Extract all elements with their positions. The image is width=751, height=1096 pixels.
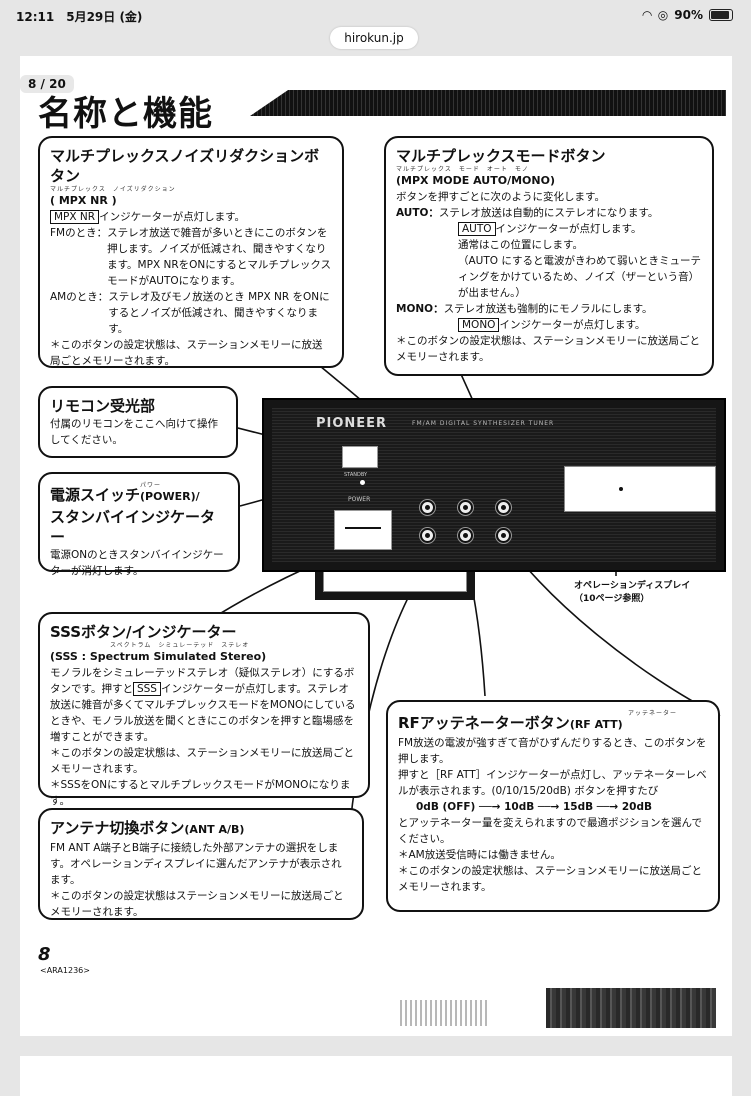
sss-button[interactable]	[420, 528, 435, 543]
tuner-foot	[315, 568, 475, 600]
extra-button[interactable]	[496, 528, 511, 543]
display-callout: オペレーションディスプレイ （10ページ参照）	[574, 578, 690, 604]
mpx-mode-button[interactable]	[458, 500, 473, 515]
rf-att-note2: ＊このボタンの設定状態は、ステーションメモリーに放送局ごとメモリーされます。	[398, 865, 702, 893]
mpx-mode-section: マルチプレックスモードボタン マルチプレックス モード オート モノ (MPX …	[384, 136, 714, 376]
mpx-nr-ruby: マルチプレックス ノイズリダクション	[50, 186, 176, 193]
rf-att-heading: RFアッテネーターボタン	[398, 714, 570, 732]
ant-text: FM ANT A端子とB端子に接続した外部アンテナの選択をします。オペレーション…	[50, 842, 342, 886]
page-number: 8	[38, 944, 51, 965]
sss-sub: (SSS : Spectrum Simulated Stereo)	[50, 650, 267, 663]
battery-icon	[709, 9, 733, 21]
display-callout-label: オペレーションディスプレイ	[574, 581, 691, 591]
mpx-mode-mono-label: MONO：	[396, 303, 444, 315]
remote-section: リモコン受光部 付属のリモコンをここへ向けて操作してください。	[38, 386, 238, 458]
page-title: 名称と機能	[38, 94, 213, 134]
standby-heading: スタンバイインジケーター	[50, 508, 216, 546]
tuner-front-panel: PIONEER FM/AM DIGITAL SYNTHESIZER TUNER …	[262, 398, 726, 572]
mpx-mode-auto-note: （AUTO にすると電波がきわめて弱いときミューティングをかけているため、ノイズ…	[458, 255, 701, 299]
mpx-nr-fm-label: FMのとき：	[50, 227, 108, 239]
operation-display	[564, 466, 716, 512]
rf-att-text3: とアッテネーター量を変えられますので最適ポジションを選んでください。	[398, 817, 702, 845]
mpx-mode-intro: ボタンを押すごとに次のように変化します。	[396, 191, 605, 203]
mpx-mode-mono-text: ステレオ放送も強制的にモノラルにします。	[443, 303, 653, 315]
power-switch[interactable]	[334, 510, 392, 550]
mpx-mode-auto-label: AUTO：	[396, 207, 439, 219]
sss-note1: ＊このボタンの設定状態は、ステーションメモリーに放送局ごとメモリーされます。	[50, 747, 354, 775]
rf-att-sub: (RF ATT)	[569, 718, 623, 731]
sss-indicator-label: SSS	[132, 682, 161, 696]
document-page: 名称と機能 マルチプレックスノイズリダクションボタン マルチプレックス ノイズリ…	[20, 56, 732, 1036]
rf-att-steps: 0dB (OFF) ──→ 10dB ──→ 15dB ──→ 20dB	[416, 801, 652, 813]
remote-text: 付属のリモコンをここへ向けて操作してください。	[50, 418, 218, 446]
mpx-nr-fm-text: ステレオ放送で雑音が多いときにこのボタンを押します。ノイズが低減され、聞きやすく…	[107, 227, 332, 287]
rf-att-ruby: アッテネーター	[628, 710, 678, 717]
display-callout-ref: （10ページ参照）	[574, 594, 650, 604]
power-ruby: パワー	[140, 482, 162, 489]
mpx-mode-mono-indicator: MONO	[458, 318, 500, 332]
battery-percent: 90%	[674, 8, 703, 22]
rf-att-note1: ＊AM放送受信時には働きません。	[398, 849, 561, 861]
rf-att-text2: 押すと［RF ATT］インジケーターが点灯し、アッテネーターレベルが表示されます…	[398, 769, 707, 797]
sss-section: SSSボタン/インジケーター スペクトラム シミュレーテッド ステレオ (SSS…	[38, 612, 370, 807]
mpx-nr-section: マルチプレックスノイズリダクションボタン マルチプレックス ノイズリダクション …	[38, 136, 344, 368]
ant-heading: アンテナ切換ボタン	[50, 819, 185, 837]
url-bar[interactable]: hirokun.jp	[330, 27, 418, 49]
remote-sensor	[342, 446, 378, 468]
power-section: パワー 電源スイッチ(POWER)/ スタンバイインジケーター 電源ONのときス…	[38, 472, 240, 577]
mpx-mode-auto-ind: インジケーターが点灯します。	[495, 223, 642, 235]
tuner-model-label: FM/AM DIGITAL SYNTHESIZER TUNER	[412, 420, 555, 427]
rf-att-section: アッテネーター RFアッテネーターボタン(RF ATT) FM放送の電波が強すぎ…	[386, 700, 720, 912]
power-heading-sub: (POWER)/	[140, 490, 200, 503]
mpx-mode-mono-ind: インジケーターが点灯します。	[499, 319, 646, 331]
pioneer-logo: PIONEER	[316, 416, 388, 431]
rf-att-text1: FM放送の電波が強すぎて音がひずんだりするとき、このボタンを押します。	[398, 737, 707, 765]
remote-heading: リモコン受光部	[50, 397, 156, 415]
ant-note: ＊このボタンの設定状態はステーションメモリーに放送局ごとメモリーされます。	[50, 890, 344, 918]
mpx-nr-heading: マルチプレックスノイズリダクションボタン	[50, 147, 320, 185]
power-label: POWER	[348, 496, 371, 503]
sss-text1: モノラルをシミュレーテッドステレオ（疑似ステレオ）にするボタンです。押すと	[50, 667, 355, 695]
rf-att-button[interactable]	[496, 500, 511, 515]
scan-artifact-dark	[546, 988, 716, 1028]
mpx-mode-auto-normal: 通常はこの位置にします。	[458, 239, 583, 251]
sss-text2: インジケーターが点灯します。ステレオ放送に雑音が多くてマルチプレックスモードをM…	[50, 683, 356, 743]
power-heading: 電源スイッチ	[50, 486, 141, 504]
status-right: ◠ ◎ 90%	[643, 8, 733, 22]
mpx-mode-heading: マルチプレックスモードボタン	[396, 147, 606, 165]
ant-sub: (ANT A/B)	[184, 823, 245, 836]
mpx-nr-note: ＊このボタンの設定状態は、ステーションメモリーに放送局ごとメモリーされます。	[50, 339, 323, 367]
next-page-edge	[20, 1056, 732, 1096]
location-icon: ◎	[657, 8, 669, 22]
mpx-nr-am-text: ステレオ及びモノ放送のとき MPX NR をONにするとノイズが低減され、聞きや…	[108, 291, 330, 335]
page-indicator: 8 / 20	[20, 75, 74, 93]
mpx-mode-sub: (MPX MODE AUTO/MONO)	[396, 174, 555, 187]
scan-artifact	[400, 1000, 490, 1026]
mpx-nr-sub: ( MPX NR )	[50, 194, 117, 207]
mpx-nr-indicator-label: MPX NR	[50, 210, 100, 224]
standby-indicator	[360, 480, 365, 485]
wifi-icon: ◠	[642, 8, 652, 22]
mpx-nr-am-label: AMのとき：	[50, 291, 109, 303]
sss-ruby: スペクトラム シミュレーテッド ステレオ	[110, 642, 250, 649]
document-code: <ARA1236>	[40, 966, 90, 975]
mpx-nr-line1: インジケーターが点灯します。	[99, 211, 246, 223]
status-time: 12:11 5月29日 (金)	[16, 10, 143, 24]
sss-note2: ＊SSSをONにするとマルチプレックスモードがMONOになります。	[50, 779, 351, 807]
mpx-mode-auto-indicator: AUTO	[458, 222, 496, 236]
mpx-mode-auto-text: ステレオ放送は自動的にステレオになります。	[438, 207, 659, 219]
sss-heading: SSSボタン/インジケーター	[50, 623, 237, 641]
mpx-mode-note: ＊このボタンの設定状態は、ステーションメモリーに放送局ごとメモリーされます。	[396, 335, 700, 363]
standby-label: STANDBY	[344, 472, 368, 478]
mpx-mode-ruby: マルチプレックス モード オート モノ	[396, 166, 529, 173]
power-text: 電源ONのときスタンバイインジケーターが消灯します。	[50, 549, 224, 577]
mpx-nr-button[interactable]	[420, 500, 435, 515]
status-bar: 12:11 5月29日 (金) ◠ ◎ 90%	[0, 0, 751, 28]
ant-section: アンテナ切換ボタン(ANT A/B) FM ANT A端子とB端子に接続した外部…	[38, 808, 364, 920]
ant-button[interactable]	[458, 528, 473, 543]
title-decoration	[250, 90, 726, 116]
